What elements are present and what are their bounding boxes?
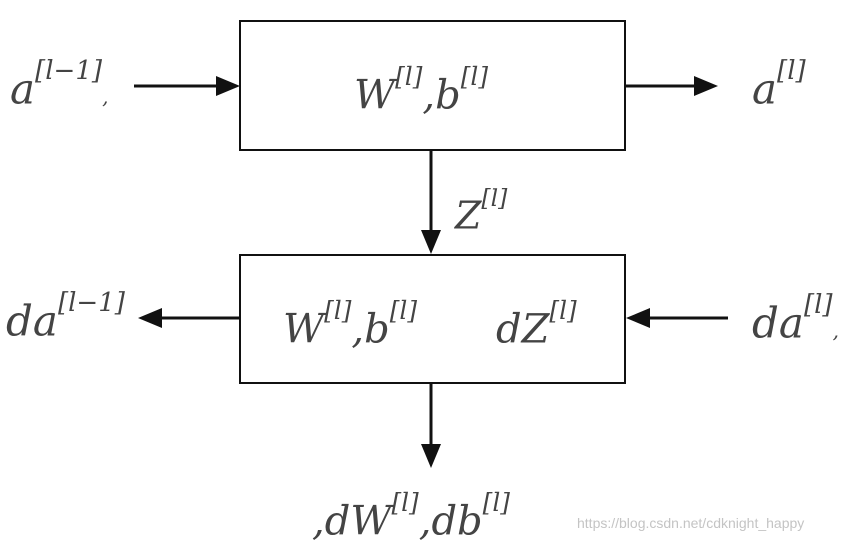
bias-symbol: b bbox=[435, 72, 461, 119]
dz-superscript: [l] bbox=[549, 296, 577, 325]
forward-block-params: W[l],b[l] bbox=[354, 62, 488, 119]
dw-symbol: dW bbox=[324, 498, 392, 545]
forward-output-label: a[l] bbox=[752, 56, 806, 114]
trailing-comma: , bbox=[102, 84, 109, 109]
activation-symbol: a bbox=[752, 64, 778, 114]
activation-prev-symbol: a bbox=[10, 64, 36, 114]
arrow-forward-input bbox=[134, 76, 240, 96]
param-separator: , bbox=[351, 306, 365, 353]
param-separator: , bbox=[422, 72, 436, 119]
dw-superscript: [l] bbox=[391, 488, 419, 517]
bias-superscript: [l] bbox=[389, 296, 418, 325]
backward-block: W[l],b[l] dZ[l] bbox=[239, 254, 626, 384]
forward-block: W[l],b[l] bbox=[239, 20, 626, 151]
arrow-forward-output bbox=[624, 76, 718, 96]
backward-block-dz: dZ[l] bbox=[496, 296, 577, 353]
weight-superscript: [l] bbox=[395, 62, 423, 91]
weight-symbol: W bbox=[354, 72, 396, 119]
backward-input-label: da[l], bbox=[752, 290, 839, 348]
cache-label: Z[l] bbox=[455, 184, 507, 237]
gradients-label: ,dW[l],db[l] bbox=[312, 488, 510, 545]
arrow-backward-output bbox=[138, 308, 240, 328]
bias-symbol: b bbox=[364, 306, 390, 353]
arrow-gradients-down bbox=[421, 382, 441, 468]
da-symbol: da bbox=[752, 298, 804, 348]
backward-block-params: W[l],b[l] bbox=[283, 296, 417, 353]
da-prev-symbol: da bbox=[6, 296, 58, 346]
dz-symbol: dZ bbox=[496, 306, 550, 353]
trailing-comma: , bbox=[832, 318, 839, 343]
db-symbol: db bbox=[431, 498, 483, 545]
watermark: https://blog.csdn.net/cdknight_happy bbox=[577, 515, 805, 531]
leading-comma: , bbox=[312, 498, 325, 545]
backward-output-label: da[l−1] bbox=[6, 288, 125, 346]
activation-prev-superscript: [l−1] bbox=[35, 56, 103, 86]
forward-input-label: a[l−1], bbox=[10, 56, 108, 114]
z-symbol: Z bbox=[455, 193, 482, 238]
da-prev-superscript: [l−1] bbox=[57, 288, 125, 318]
activation-superscript: [l] bbox=[777, 56, 806, 86]
weight-superscript: [l] bbox=[324, 296, 352, 325]
db-superscript: [l] bbox=[482, 488, 510, 517]
arrow-backward-input bbox=[626, 308, 728, 328]
z-superscript: [l] bbox=[481, 184, 508, 212]
da-superscript: [l] bbox=[803, 290, 833, 320]
weight-symbol: W bbox=[283, 306, 325, 353]
arrow-cache-down bbox=[421, 150, 441, 254]
bias-superscript: [l] bbox=[460, 62, 489, 91]
grad-separator: , bbox=[418, 498, 432, 545]
